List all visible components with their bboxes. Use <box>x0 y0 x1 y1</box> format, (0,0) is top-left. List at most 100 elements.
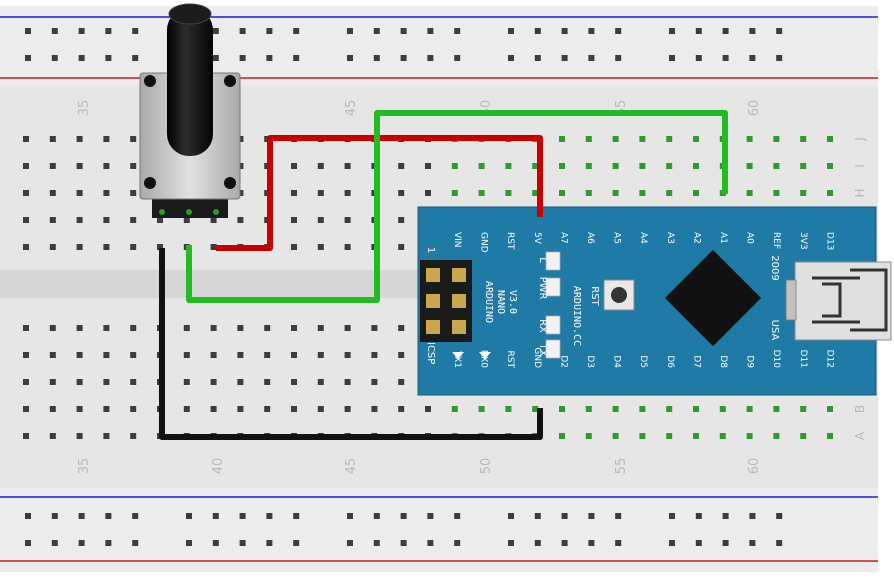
breadboard-hole <box>78 55 85 61</box>
breadboard-hole <box>264 352 271 358</box>
led-pwr-label: PWR <box>537 277 548 300</box>
led-rx <box>545 315 561 335</box>
top-pin-label: A4 <box>638 232 648 244</box>
pot-screw-icon <box>224 177 236 189</box>
breadboard-hole <box>130 217 137 223</box>
breadboard-hole <box>559 190 565 196</box>
top-pin-label: A1 <box>718 232 728 244</box>
top-pin-label: A2 <box>691 232 701 244</box>
breadboard-hole <box>749 28 756 34</box>
breadboard-hole <box>212 28 219 34</box>
potentiometer[interactable] <box>139 3 241 218</box>
bottom-pin-label: RST <box>505 351 515 369</box>
breadboard-hole <box>373 513 380 519</box>
breadboard-hole <box>505 190 512 196</box>
top-pin-label: A0 <box>745 232 755 244</box>
top-pin-label: REF <box>771 232 781 249</box>
icsp-label: ICSP <box>425 342 436 364</box>
brand-label: ARDUINO.CC <box>571 286 582 346</box>
breadboard-hole <box>427 513 434 519</box>
breadboard-hole <box>317 379 324 385</box>
icsp-header <box>420 260 472 342</box>
breadboard-hole <box>78 540 85 546</box>
breadboard-hole <box>454 540 461 546</box>
breadboard-hole <box>237 406 244 412</box>
breadboard-hole <box>719 433 726 439</box>
breadboard-hole <box>51 513 58 519</box>
wires <box>159 110 728 440</box>
breadboard-hole <box>532 190 539 196</box>
breadboard-hole <box>612 433 619 439</box>
top-pin-label: RST <box>505 232 515 250</box>
breadboard-hole <box>398 244 405 250</box>
bottom-pin-label: D9 <box>745 355 755 368</box>
breadboard-hole <box>317 325 324 331</box>
breadboard-hole <box>827 433 833 439</box>
breadboard-hole <box>451 406 458 412</box>
led-pwr <box>545 277 561 297</box>
breadboard-hole <box>78 513 85 519</box>
breadboard-hole <box>132 513 139 519</box>
breadboard-hole <box>669 513 675 519</box>
bottom-pin-label: D12 <box>824 350 834 368</box>
breadboard-hole <box>639 163 646 169</box>
breadboard-hole <box>317 163 324 169</box>
breadboard-hole <box>508 540 514 546</box>
breadboard-hole <box>344 163 351 169</box>
breadboard-hole <box>427 55 434 61</box>
breadboard-hole <box>183 379 190 385</box>
wire-a1[interactable] <box>186 110 728 303</box>
breadboard-hole <box>534 540 541 546</box>
breadboard-hole <box>639 433 646 439</box>
breadboard-hole <box>585 136 592 142</box>
led-l <box>545 251 561 271</box>
breadboard-hole <box>398 379 405 385</box>
breadboard-hole <box>373 55 380 61</box>
breadboard-hole <box>615 28 622 34</box>
breadboard-hole <box>612 406 619 412</box>
breadboard-hole <box>23 406 29 412</box>
col-num-60-top: 60 <box>747 100 762 117</box>
breadboard-hole <box>344 325 351 331</box>
breadboard-hole <box>776 28 783 34</box>
breadboard-hole <box>130 379 137 385</box>
top-rail-area <box>0 6 878 86</box>
breadboard-hole <box>746 163 753 169</box>
breadboard-hole <box>451 163 458 169</box>
wire-5v[interactable] <box>216 135 543 251</box>
row-letter-a: A <box>853 431 867 440</box>
breadboard-hole <box>103 433 110 439</box>
wire-gnd[interactable] <box>159 248 543 440</box>
breadboard-hole <box>103 352 110 358</box>
breadboard-hole <box>559 136 565 142</box>
breadboard-hole <box>344 190 351 196</box>
pot-shaft[interactable] <box>167 8 213 156</box>
breadboard-hole <box>773 190 780 196</box>
breadboard-hole <box>130 325 137 331</box>
breadboard-hole <box>103 379 110 385</box>
breadboard-hole <box>291 244 297 250</box>
col-num-60-bottom: 60 <box>747 458 762 475</box>
breadboard-hole <box>666 136 673 142</box>
breadboard-hole <box>585 406 592 412</box>
col-num-50-bottom: 50 <box>479 458 494 475</box>
breadboard-hole <box>398 190 405 196</box>
pot-leg-dot <box>186 209 192 215</box>
breadboard-hole <box>157 244 163 250</box>
breadboard-hole <box>800 136 807 142</box>
breadboard-hole <box>669 540 675 546</box>
breadboard-hole <box>103 325 110 331</box>
breadboard-hole <box>105 513 112 519</box>
pot-screw-icon <box>224 75 236 87</box>
breadboard-hole <box>695 540 702 546</box>
breadboard-hole <box>615 55 622 61</box>
reset-button-knob[interactable] <box>611 287 627 303</box>
breadboard-hole <box>49 136 56 142</box>
breadboard-hole <box>291 190 297 196</box>
breadboard-hole <box>212 55 219 61</box>
breadboard-hole <box>183 325 190 331</box>
breadboard-hole <box>585 190 592 196</box>
col-num-40-bottom: 40 <box>211 458 226 475</box>
breadboard-hole <box>210 325 217 331</box>
breadboard-hole <box>23 217 29 223</box>
